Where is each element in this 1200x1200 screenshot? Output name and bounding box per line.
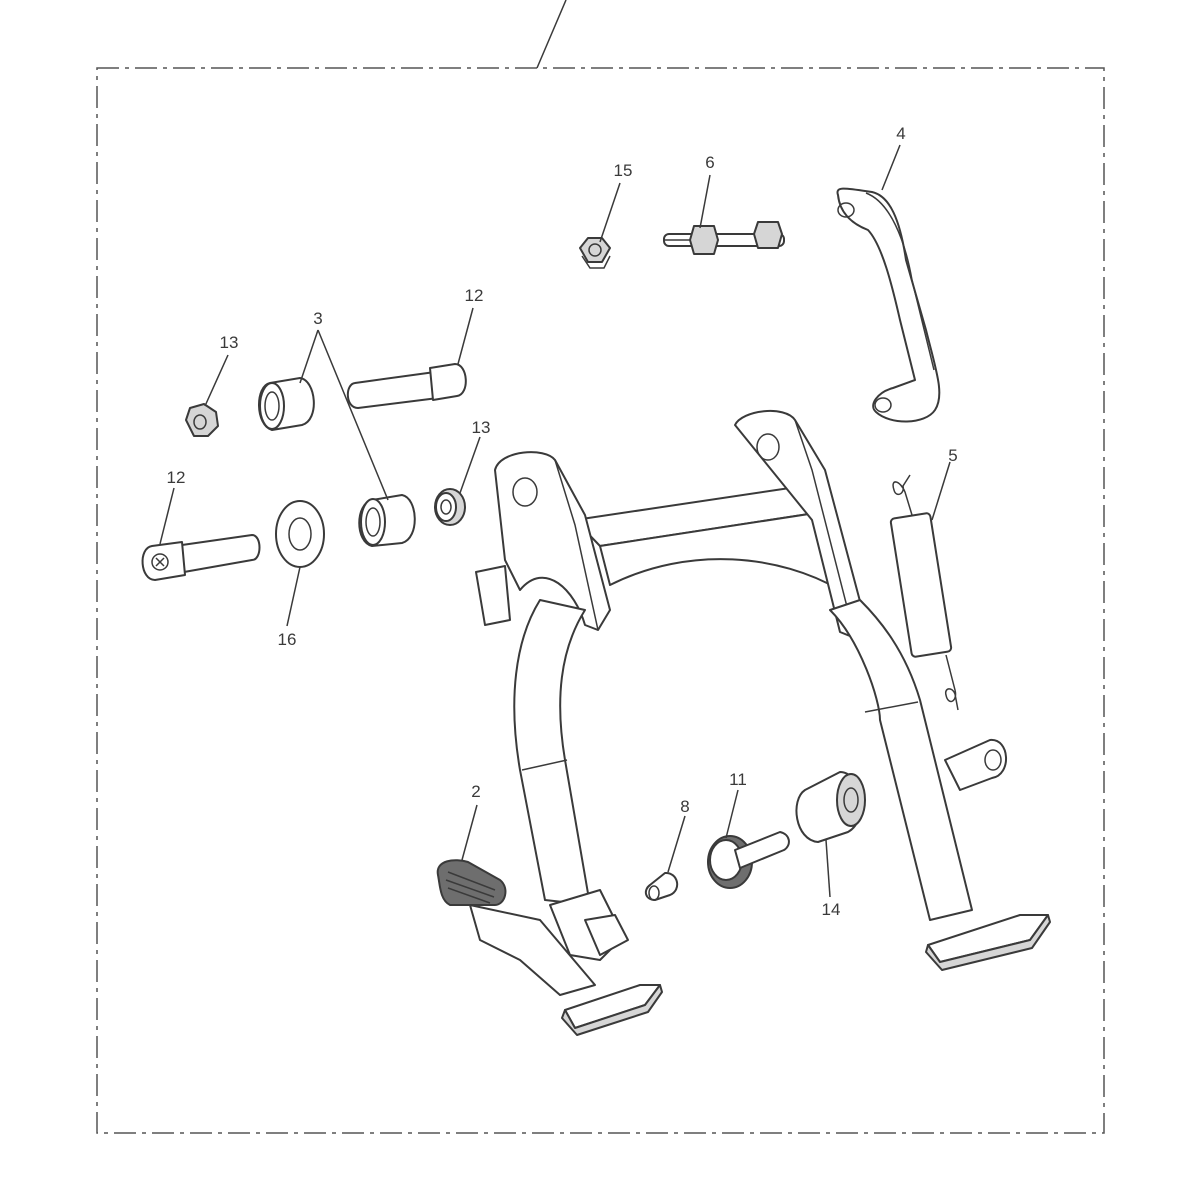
part-16-washer	[275, 500, 325, 568]
callout-16: 16	[278, 630, 297, 649]
callout-12-top: 12	[465, 286, 484, 305]
part-6-adjuster-bolt	[663, 221, 785, 255]
callout-4: 4	[896, 124, 905, 143]
callout-13-top: 13	[220, 333, 239, 352]
part-main-centre-stand	[475, 409, 1051, 1036]
part-14-rubber-buffer	[795, 771, 866, 843]
part-12-bolt-lower	[141, 534, 261, 581]
part-2-foot-lever	[436, 859, 596, 996]
part-8-rubber-stud	[644, 871, 679, 901]
part-12-bolt-top	[346, 363, 467, 409]
callout-5: 5	[948, 446, 957, 465]
leader-lines	[159, 144, 951, 898]
callout-13-lower: 13	[472, 418, 491, 437]
part-15-flange-nut	[579, 237, 611, 269]
part-5-return-spring	[889, 474, 959, 711]
part-11-buffer-pin	[707, 831, 790, 889]
kit-boundary-frame	[96, 67, 1105, 1134]
part-3-bushing-lower	[358, 494, 416, 547]
callout-15: 15	[614, 161, 633, 180]
callout-11: 11	[729, 770, 747, 789]
part-4-link-plate	[836, 187, 941, 423]
kit-leader-line	[536, 0, 567, 69]
callout-2: 2	[471, 782, 480, 801]
part-13-flange-nut-top	[185, 403, 219, 437]
callout-14: 14	[822, 900, 841, 919]
callout-8: 8	[680, 797, 689, 816]
part-3-bushing-top	[258, 377, 315, 431]
callout-labels: 15 6 4 5 13 3 12 13 12 16 2 8 11 14	[167, 124, 958, 919]
callout-3: 3	[313, 309, 322, 328]
part-13-flange-nut-lower	[434, 488, 466, 526]
callout-6: 6	[705, 153, 714, 172]
callout-12-lower: 12	[167, 468, 186, 487]
